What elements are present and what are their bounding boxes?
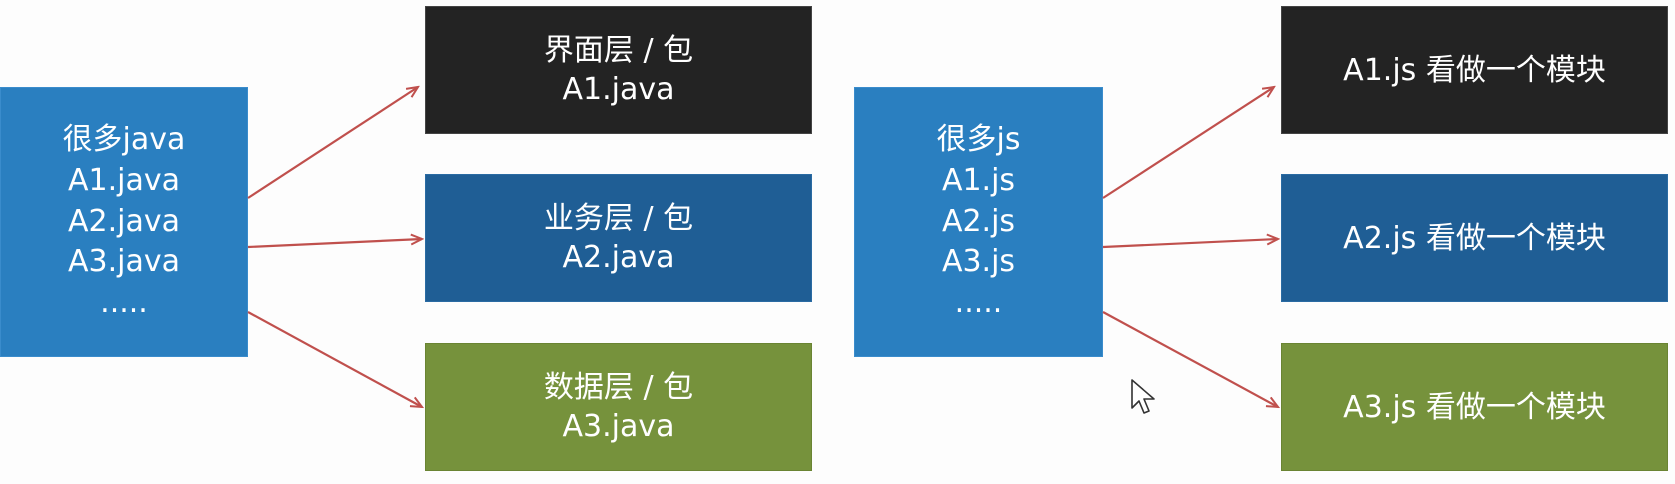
arrow-right-to-module-a1 <box>1102 87 1274 199</box>
right-source-line-4: A3.js <box>941 244 1016 280</box>
arrow-left-to-data-layer <box>247 311 422 407</box>
right-source-line-1: 很多js <box>936 122 1021 157</box>
left-target-ui-layer-file: A1.java <box>562 72 675 107</box>
left-target-ui-layer: 界面层 / 包 A1.java <box>425 6 812 134</box>
arrow-left-to-ui-layer <box>247 87 418 199</box>
left-source-line-1: 很多java <box>62 122 186 157</box>
left-target-business-layer-title: 业务层 / 包 <box>543 201 694 236</box>
left-source-line-3: A2.java <box>67 203 180 239</box>
left-target-data-layer: 数据层 / 包 A3.java <box>425 343 812 471</box>
right-source-line-3: A2.js <box>941 203 1016 239</box>
right-source-line-2: A1.js <box>941 162 1016 198</box>
right-source-line-5: ..... <box>954 285 1003 321</box>
left-target-business-layer: 业务层 / 包 A2.java <box>425 174 812 302</box>
right-target-module-a3-label: A3.js 看做一个模块 <box>1343 389 1606 425</box>
right-target-module-a2-label: A2.js 看做一个模块 <box>1343 220 1606 256</box>
arrow-left-to-business-layer <box>247 239 422 249</box>
right-target-module-a1-label: A1.js 看做一个模块 <box>1343 52 1606 88</box>
left-target-ui-layer-title: 界面层 / 包 <box>543 33 694 68</box>
arrow-right-to-module-a2 <box>1102 239 1278 249</box>
mouse-pointer-icon <box>1131 379 1155 414</box>
left-source-line-4: A3.java <box>67 244 180 280</box>
right-target-module-a2: A2.js 看做一个模块 <box>1281 174 1668 302</box>
left-source-line-2: A1.java <box>67 162 180 198</box>
left-target-business-layer-file: A2.java <box>562 240 675 275</box>
right-target-module-a1: A1.js 看做一个模块 <box>1281 6 1668 134</box>
left-source-line-5: ..... <box>100 285 148 321</box>
left-target-data-layer-file: A3.java <box>562 409 675 444</box>
right-source-box: 很多js A1.js A2.js A3.js ..... <box>854 87 1103 357</box>
right-target-module-a3: A3.js 看做一个模块 <box>1281 343 1668 471</box>
left-source-box: 很多java A1.java A2.java A3.java ..... <box>0 87 248 357</box>
left-target-data-layer-title: 数据层 / 包 <box>543 370 694 405</box>
